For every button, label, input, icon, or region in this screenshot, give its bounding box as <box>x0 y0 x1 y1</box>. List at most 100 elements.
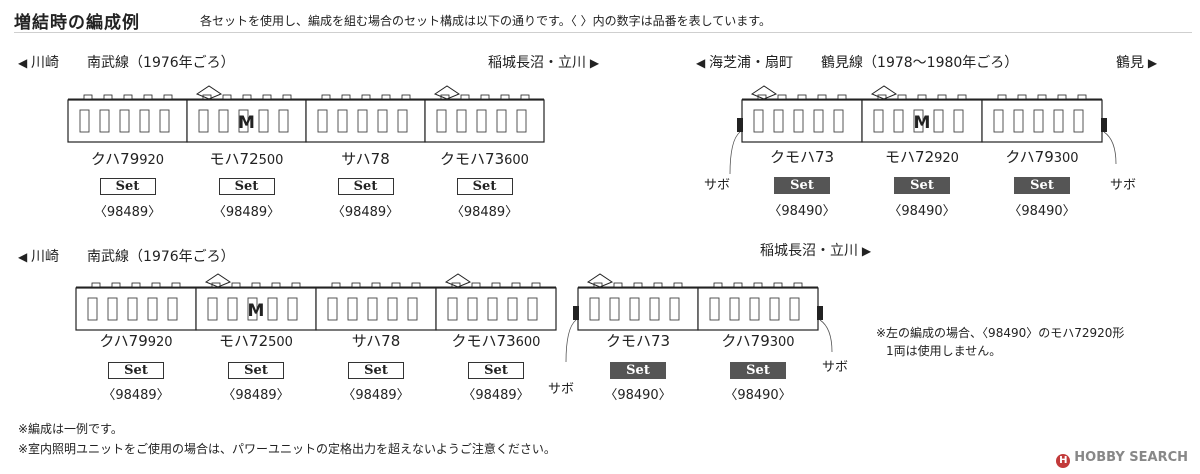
car-type: クモハ73 <box>605 332 671 350</box>
product-number: 〈98490〉 <box>768 204 836 219</box>
car-number: 600 <box>504 153 529 168</box>
product-number: 〈98489〉 <box>212 205 281 220</box>
product-number: 〈98489〉 <box>342 388 410 403</box>
car-number: 920 <box>139 153 165 168</box>
car-type: クハ79 <box>1005 148 1054 166</box>
car-number: 500 <box>258 153 284 168</box>
sabo-leader-line <box>819 319 833 353</box>
car-name: サハ78 <box>316 330 436 351</box>
sabo-leader-line <box>1103 131 1117 165</box>
car-body <box>67 94 188 143</box>
car-number: 920 <box>934 151 959 166</box>
logo-mark-icon: H <box>1056 454 1071 468</box>
product-number: 〈98489〉 <box>331 205 400 220</box>
car-name: クハ79300 <box>698 330 818 351</box>
car-type: クモハ73 <box>769 148 835 166</box>
car-name: サハ78 <box>306 148 426 169</box>
set-badge: Set <box>99 178 156 195</box>
car-number: 500 <box>268 335 293 350</box>
car-type: サハ78 <box>341 150 390 168</box>
car-number: 920 <box>147 335 173 350</box>
car-body <box>741 85 863 143</box>
car-type: クモハ73 <box>451 332 516 350</box>
car-type: クモハ73 <box>440 150 505 168</box>
car-number: 600 <box>515 335 541 350</box>
car-body <box>75 282 197 331</box>
car-name: モハ72500 <box>187 148 307 169</box>
set-badge: Set <box>610 362 666 379</box>
sabo-plate <box>1101 118 1107 132</box>
line-name-3: 南武線（1976年ごろ） <box>87 249 235 265</box>
product-number: 〈98489〉 <box>462 388 530 403</box>
product-number: 〈98489〉 <box>102 388 170 403</box>
footnote-1: ※編成は一例です。 <box>18 422 123 436</box>
car-name: クハ79920 <box>76 330 196 351</box>
sabo-label-right-3: サボ <box>822 360 849 375</box>
car-number: 300 <box>1053 151 1079 166</box>
motor-label: M <box>238 113 255 133</box>
car-type: クハ79 <box>99 332 148 350</box>
station-right-1: 稲城長沼・立川 <box>488 52 599 72</box>
sabo-leader-line <box>565 319 577 363</box>
car-name: モハ72920 <box>862 146 982 167</box>
car-type: サハ78 <box>351 332 401 350</box>
description: 各セットを使用し、編成を組む場合のセット構成は以下の通りです。〈 〉内の数字は品… <box>200 14 772 28</box>
set-badge: Set <box>108 362 164 379</box>
car-type: モハ72 <box>219 332 269 350</box>
car-name: クモハ73600 <box>425 148 545 169</box>
product-number: 〈98489〉 <box>93 205 162 220</box>
car-name: クモハ73600 <box>436 330 556 351</box>
car-body <box>195 273 317 331</box>
sabo-label-right-2: サボ <box>1110 178 1137 193</box>
product-number: 〈98490〉 <box>724 388 792 403</box>
car-name: モハ72500 <box>196 330 316 351</box>
sabo-plate <box>573 306 579 320</box>
product-number: 〈98490〉 <box>1008 204 1076 219</box>
line-name-1: 南武線（1976年ごろ） <box>87 55 235 71</box>
sabo-leader-line <box>729 131 741 175</box>
car-body <box>577 273 699 331</box>
car-body <box>981 94 1103 143</box>
set-badge: Set <box>774 177 830 194</box>
side-note-line2: 1両は使用しません。 <box>886 344 1002 358</box>
product-number: 〈98489〉 <box>450 205 519 220</box>
station-left-3: 川崎 <box>31 249 60 265</box>
car-body <box>315 282 437 331</box>
sabo-label-left-3: サボ <box>548 382 575 397</box>
set-badge: Set <box>1014 177 1070 194</box>
set-badge: Set <box>228 362 284 379</box>
motor-label: M <box>248 301 265 321</box>
set-badge: Set <box>348 362 404 379</box>
car-name: クハ79300 <box>982 146 1102 167</box>
set-badge: Set <box>894 177 950 194</box>
set-badge: Set <box>730 362 786 379</box>
car-body <box>861 85 983 143</box>
station-left-2: 海芝浦・扇町 <box>709 55 794 71</box>
line-name-2: 鶴見線（1978～1980年ごろ） <box>821 55 1019 71</box>
car-body <box>697 282 819 331</box>
car-body <box>305 94 426 143</box>
set-badge: Set <box>468 362 524 379</box>
car-name: クハ79920 <box>68 148 188 169</box>
footnote-2: ※室内照明ユニットをご使用の場合は、パワーユニットの定格出力を超えないようご注意… <box>18 442 556 456</box>
set-badge: Set <box>337 178 394 195</box>
station-left-1: 川崎 <box>31 55 60 71</box>
station-right-2: 鶴見 <box>1116 52 1157 72</box>
set-badge: Set <box>456 178 513 195</box>
motor-label: M <box>914 113 931 133</box>
car-name: クモハ73 <box>578 330 698 351</box>
product-number: 〈98490〉 <box>604 388 672 403</box>
car-type: クハ79 <box>90 150 140 168</box>
sabo-plate <box>737 118 743 132</box>
product-number: 〈98490〉 <box>888 204 956 219</box>
station-right-3: 稲城長沼・立川 <box>760 240 871 260</box>
car-body <box>435 273 557 331</box>
sabo-plate <box>817 306 823 320</box>
car-type: モハ72 <box>209 150 259 168</box>
sabo-label-left-2: サボ <box>704 178 731 193</box>
route-left-1: 川崎 南武線（1976年ごろ） <box>18 52 235 72</box>
car-type: モハ72 <box>885 148 935 166</box>
car-body <box>424 85 545 143</box>
product-number: 〈98489〉 <box>222 388 290 403</box>
